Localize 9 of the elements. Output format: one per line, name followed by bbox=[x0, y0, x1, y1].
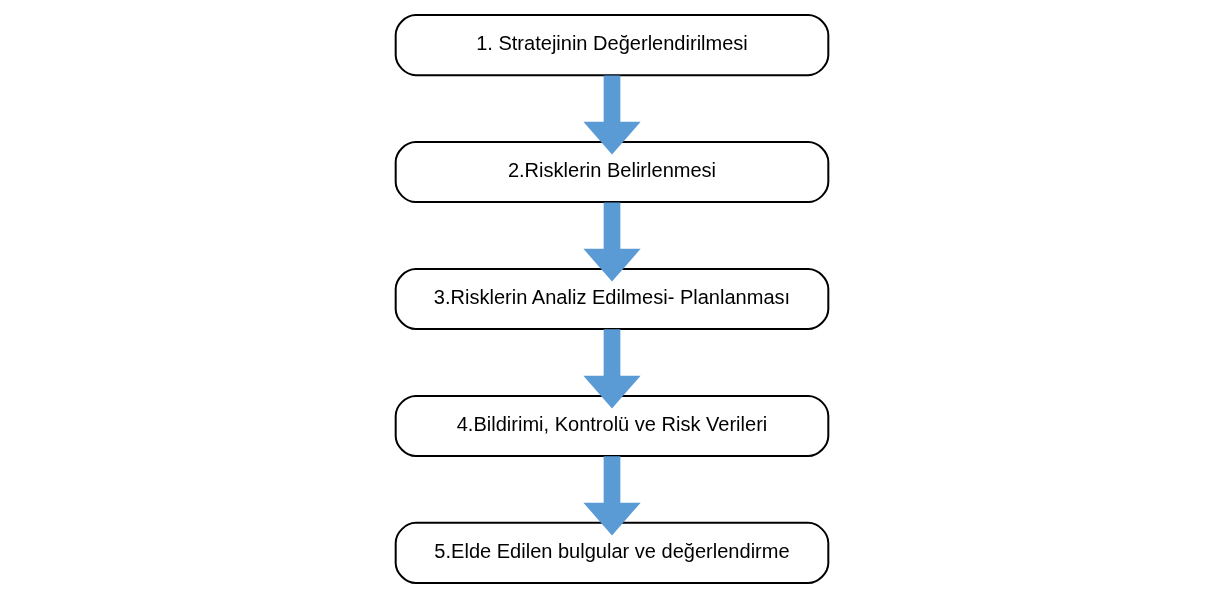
arrow bbox=[582, 202, 641, 282]
node-box: 1. Stratejinin Değerlendirilmesi bbox=[394, 14, 829, 77]
node-box: 4.Bildirimi, Kontrolü ve Risk Verileri bbox=[394, 394, 829, 457]
node-box: 3.Risklerin Analiz Edilmesi- Planlanması bbox=[394, 267, 829, 331]
node-box: 5.Elde Edilen bulgular ve değerlendirme bbox=[394, 521, 829, 584]
arrow bbox=[582, 329, 641, 409]
node-box: 2.Risklerin Belirlenmesi bbox=[394, 141, 829, 204]
arrow bbox=[582, 456, 641, 536]
arrow bbox=[582, 75, 641, 155]
